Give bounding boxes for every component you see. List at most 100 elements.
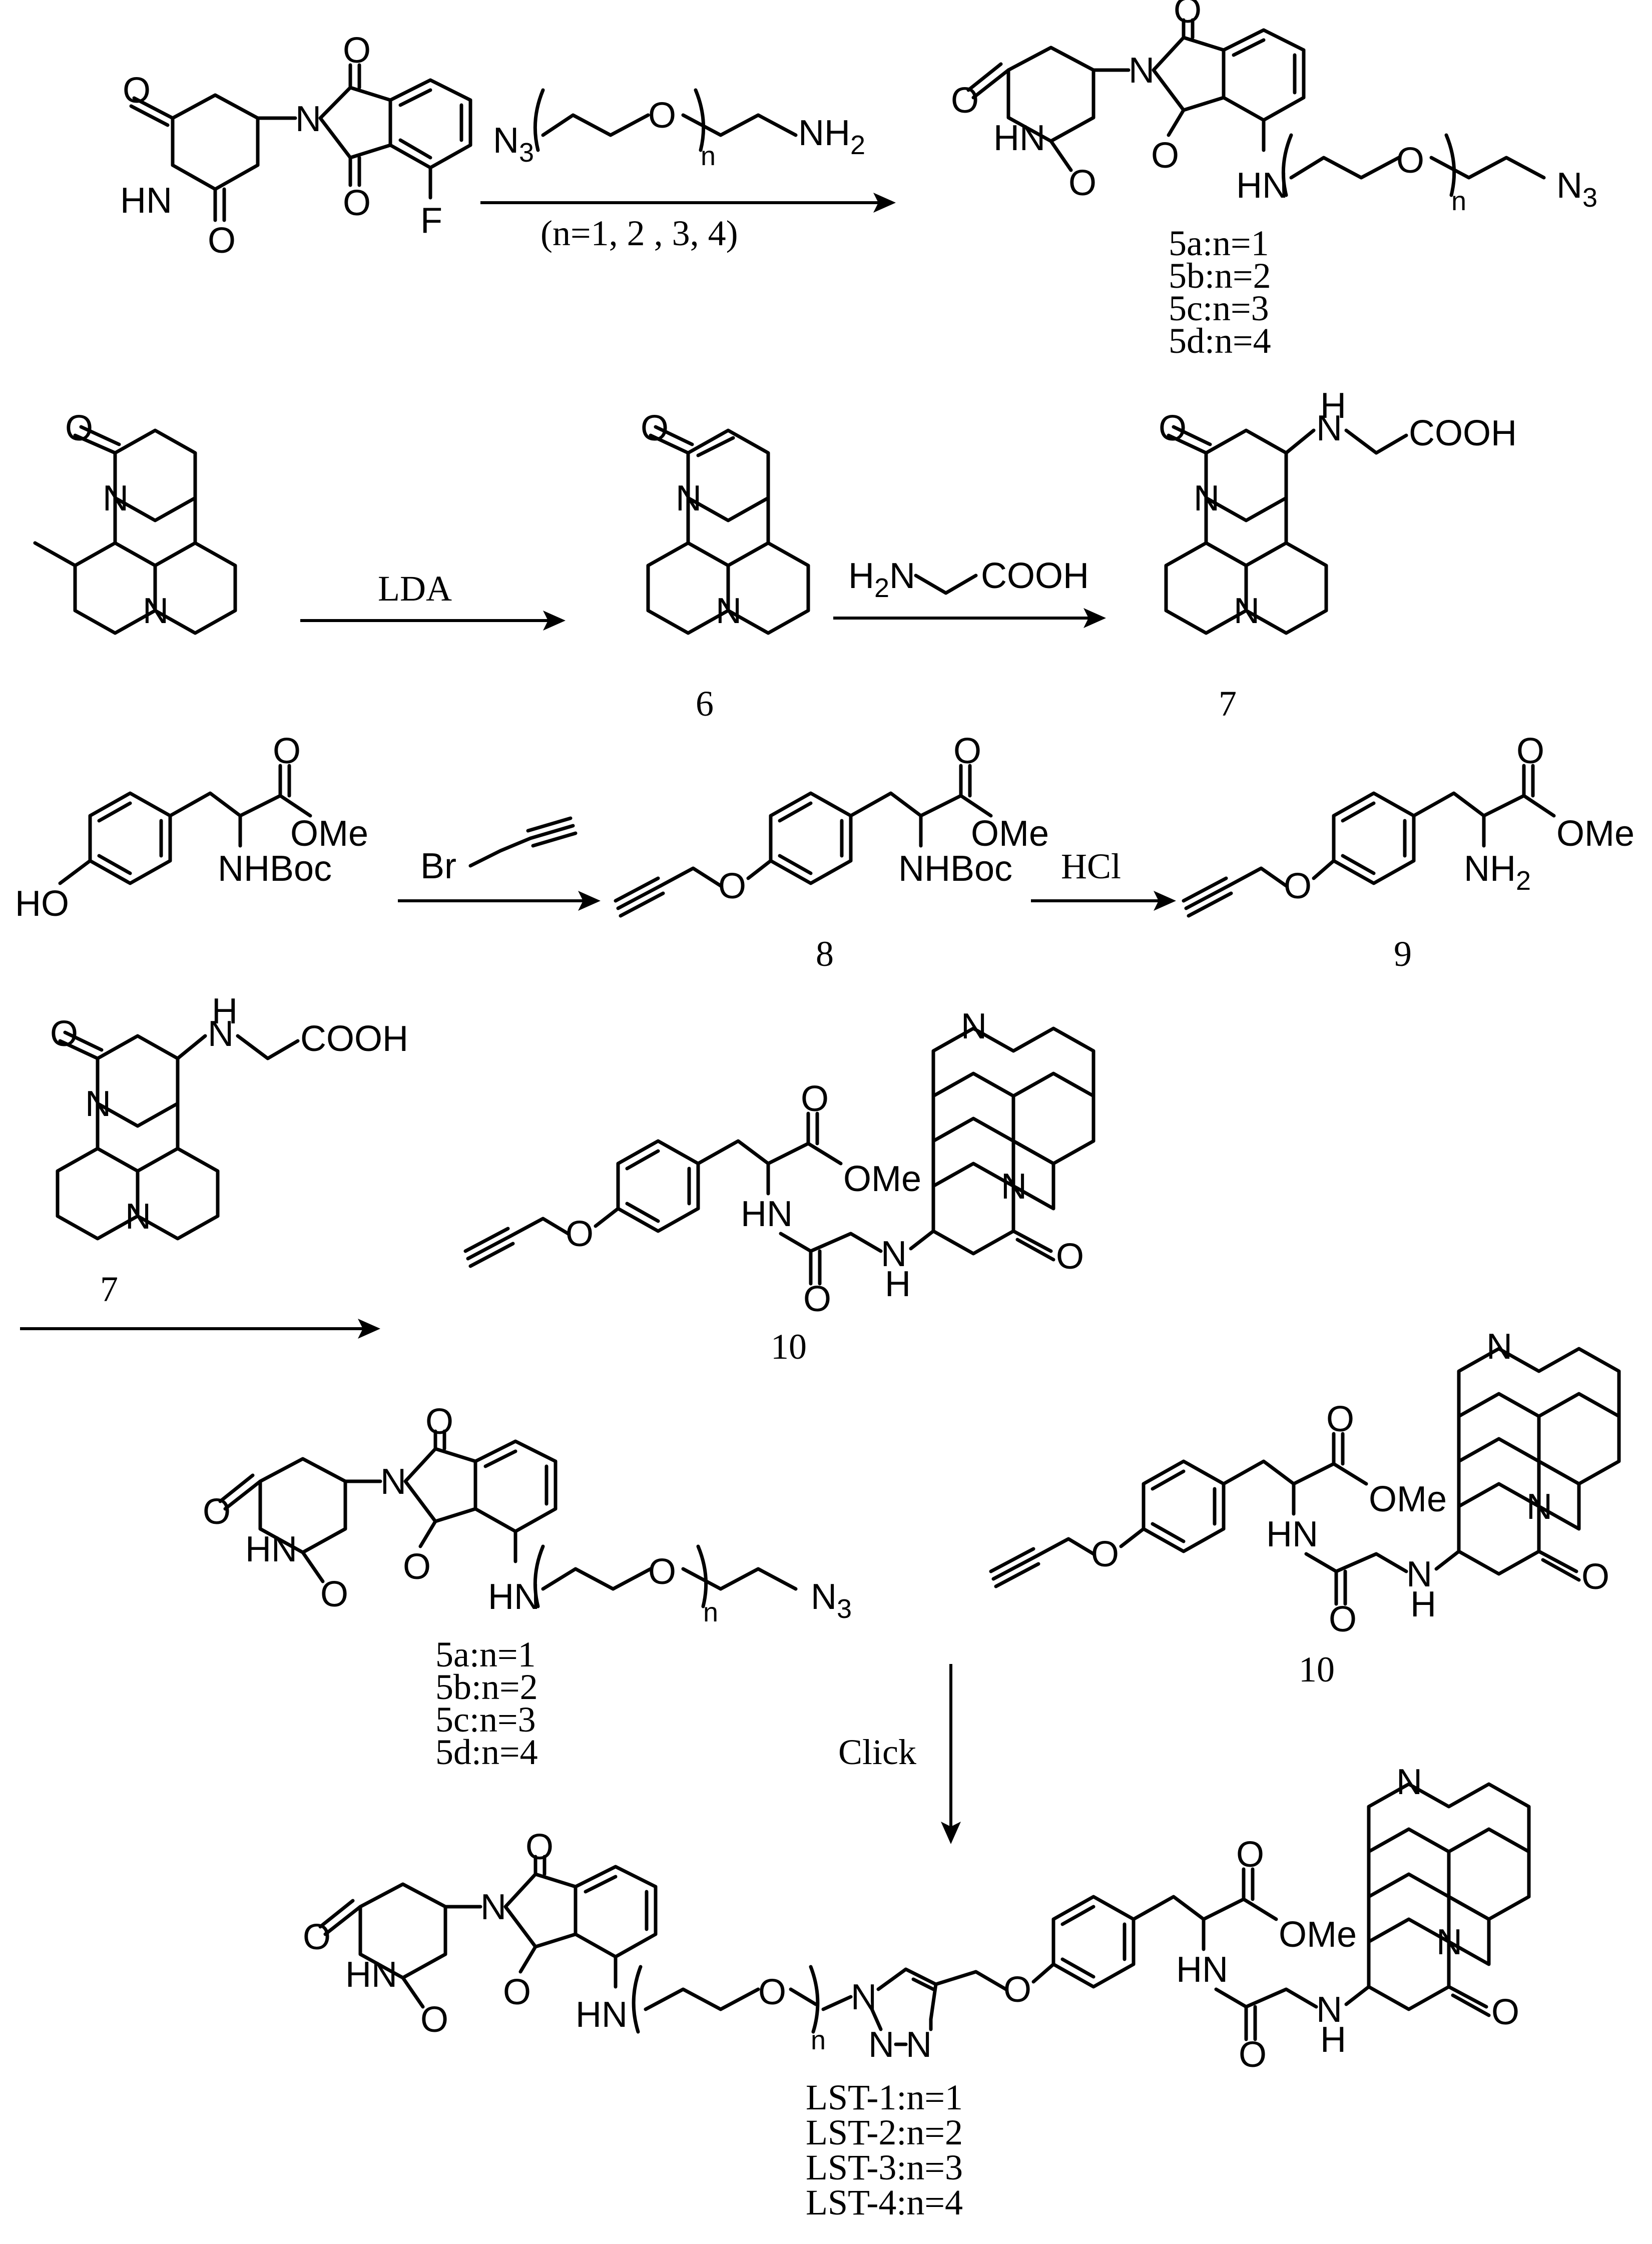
atom-n3: N3 (1556, 166, 1597, 213)
atom-n: N (1234, 591, 1260, 631)
atom-n: N (125, 1197, 151, 1237)
atom-n3: N3 (493, 121, 534, 168)
atom-nh: N (1406, 1554, 1432, 1594)
compound-5-reagent-structure: O n N3 O HN O N O O HN (203, 1402, 852, 1627)
atom-n: N (868, 2025, 894, 2065)
atom-n: N (1194, 478, 1220, 518)
compound-7-reagent-structure: O N N N H COOH (50, 991, 408, 1241)
variant-label: LST-2:n=2 (806, 2112, 963, 2152)
atom-o: O (208, 221, 236, 261)
atom-ome: OMe (843, 1159, 921, 1199)
atom-cooh: COOH (300, 1019, 408, 1059)
atom-n: N (480, 1887, 506, 1927)
atom-o: O (273, 731, 301, 771)
atom-o: O (1284, 866, 1312, 906)
atom-o: O (951, 81, 979, 121)
atom-hn: HN (345, 1955, 397, 1995)
atom-o: O (1151, 136, 1179, 176)
atom-hn: HN (120, 181, 172, 221)
atom-o: O (1068, 163, 1096, 203)
atom-o: O (1491, 1992, 1519, 2032)
compound-10-label: 10 (771, 1327, 807, 1367)
compound-10-label-row5: 10 (1299, 1649, 1335, 1690)
atom-o: O (803, 1279, 831, 1319)
atom-o: O (343, 31, 371, 71)
atom-nh: N (881, 1234, 907, 1274)
atom-o: O (1516, 731, 1544, 771)
compound-8-structure: O O OMe NHBoc (614, 731, 1049, 918)
arrowhead (941, 1822, 961, 1844)
compound-6-label: 6 (696, 684, 714, 724)
atom-o: O (1091, 1534, 1119, 1574)
atom-o: O (320, 1574, 348, 1614)
atom-o: O (1329, 1599, 1357, 1639)
atom-o: O (648, 1552, 676, 1592)
atom-ome: OMe (290, 814, 368, 854)
atom-o: O (1396, 141, 1424, 181)
variant-label: 5d:n=4 (1169, 321, 1271, 361)
atom-n: N (1129, 51, 1155, 91)
atom-o: O (50, 1014, 78, 1054)
atom-o: O (1159, 408, 1187, 448)
atom-h: H (885, 1264, 911, 1304)
variant-label: 5a:n=1 (435, 1634, 536, 1674)
arrowhead (358, 1319, 380, 1339)
atom-o: O (718, 866, 746, 906)
atom-h: H (212, 991, 238, 1031)
atom-hn: HN (245, 1529, 297, 1569)
atom-nh2: NH2 (798, 113, 865, 160)
variant-label: 5d:n=4 (435, 1732, 538, 1772)
atom-n: N (103, 478, 129, 518)
atom-h: H (1410, 1584, 1436, 1624)
atom-n: N (906, 2025, 932, 2065)
atom-n: N (295, 99, 321, 139)
variant-label: 5a:n=1 (1169, 223, 1269, 263)
variant-label: LST-3:n=3 (806, 2147, 963, 2187)
variant-label: LST-4:n=4 (806, 2182, 963, 2222)
atom-h: H (1320, 2020, 1346, 2060)
variant-label: 5c:n=3 (1169, 288, 1269, 328)
atom-o: O (1003, 1970, 1031, 2010)
atom-n: N (1486, 1327, 1512, 1367)
atom-n: N (143, 591, 169, 631)
atom-o: O (641, 408, 669, 448)
atom-nh: N (1316, 1990, 1342, 2030)
atom-n: N (1396, 1762, 1422, 1802)
arrowhead (1083, 608, 1106, 628)
atom-o: O (758, 1972, 786, 2012)
atom-hn: HN (993, 118, 1045, 158)
atom-n: N (716, 591, 742, 631)
atom-hn: HN (1236, 166, 1288, 206)
compound-6-structure: O N N (641, 408, 810, 635)
atom-o: O (648, 96, 676, 136)
arrowhead (873, 193, 896, 213)
atom-o: O (1174, 0, 1202, 31)
atom-n: N (85, 1084, 111, 1124)
reaction-7-reagent: Click (838, 1732, 916, 1772)
atom-br: Br (420, 846, 456, 886)
atom-o: O (1239, 2035, 1267, 2075)
atom-nh: N (1316, 408, 1342, 448)
compound-9-label: 9 (1394, 934, 1412, 974)
compound-5-structure: O n N3 O HN O N O O HN (951, 0, 1597, 216)
atom-n: N (380, 1462, 406, 1502)
atom-hn: HN (741, 1194, 793, 1234)
arrowhead (1154, 891, 1176, 911)
atom-hn: HN (576, 1995, 628, 2035)
atom-o: O (420, 2000, 448, 2040)
atom-o: O (403, 1547, 431, 1587)
atom-ome: OMe (1369, 1479, 1447, 1519)
atom-nhboc: NHBoc (218, 849, 332, 889)
atom-o: O (203, 1492, 231, 1532)
boc-tyrosine-ester-structure: O OMe NHBoc HO (15, 731, 368, 924)
atom-hn: HN (1176, 1950, 1228, 1990)
atom-hn: HN (488, 1577, 540, 1617)
atom-o: O (1581, 1557, 1609, 1597)
atom-nh2: NH2 (1464, 849, 1531, 896)
atom-ome: OMe (1279, 1915, 1357, 1955)
subscript-n: n (811, 2025, 826, 2055)
compound-7-structure: O N N N H COOH (1159, 386, 1517, 635)
atom-ome: OMe (971, 814, 1049, 854)
fluoro-thalidomide-structure: O HN O N O O F (120, 31, 472, 261)
atom-o: O (525, 1827, 554, 1867)
